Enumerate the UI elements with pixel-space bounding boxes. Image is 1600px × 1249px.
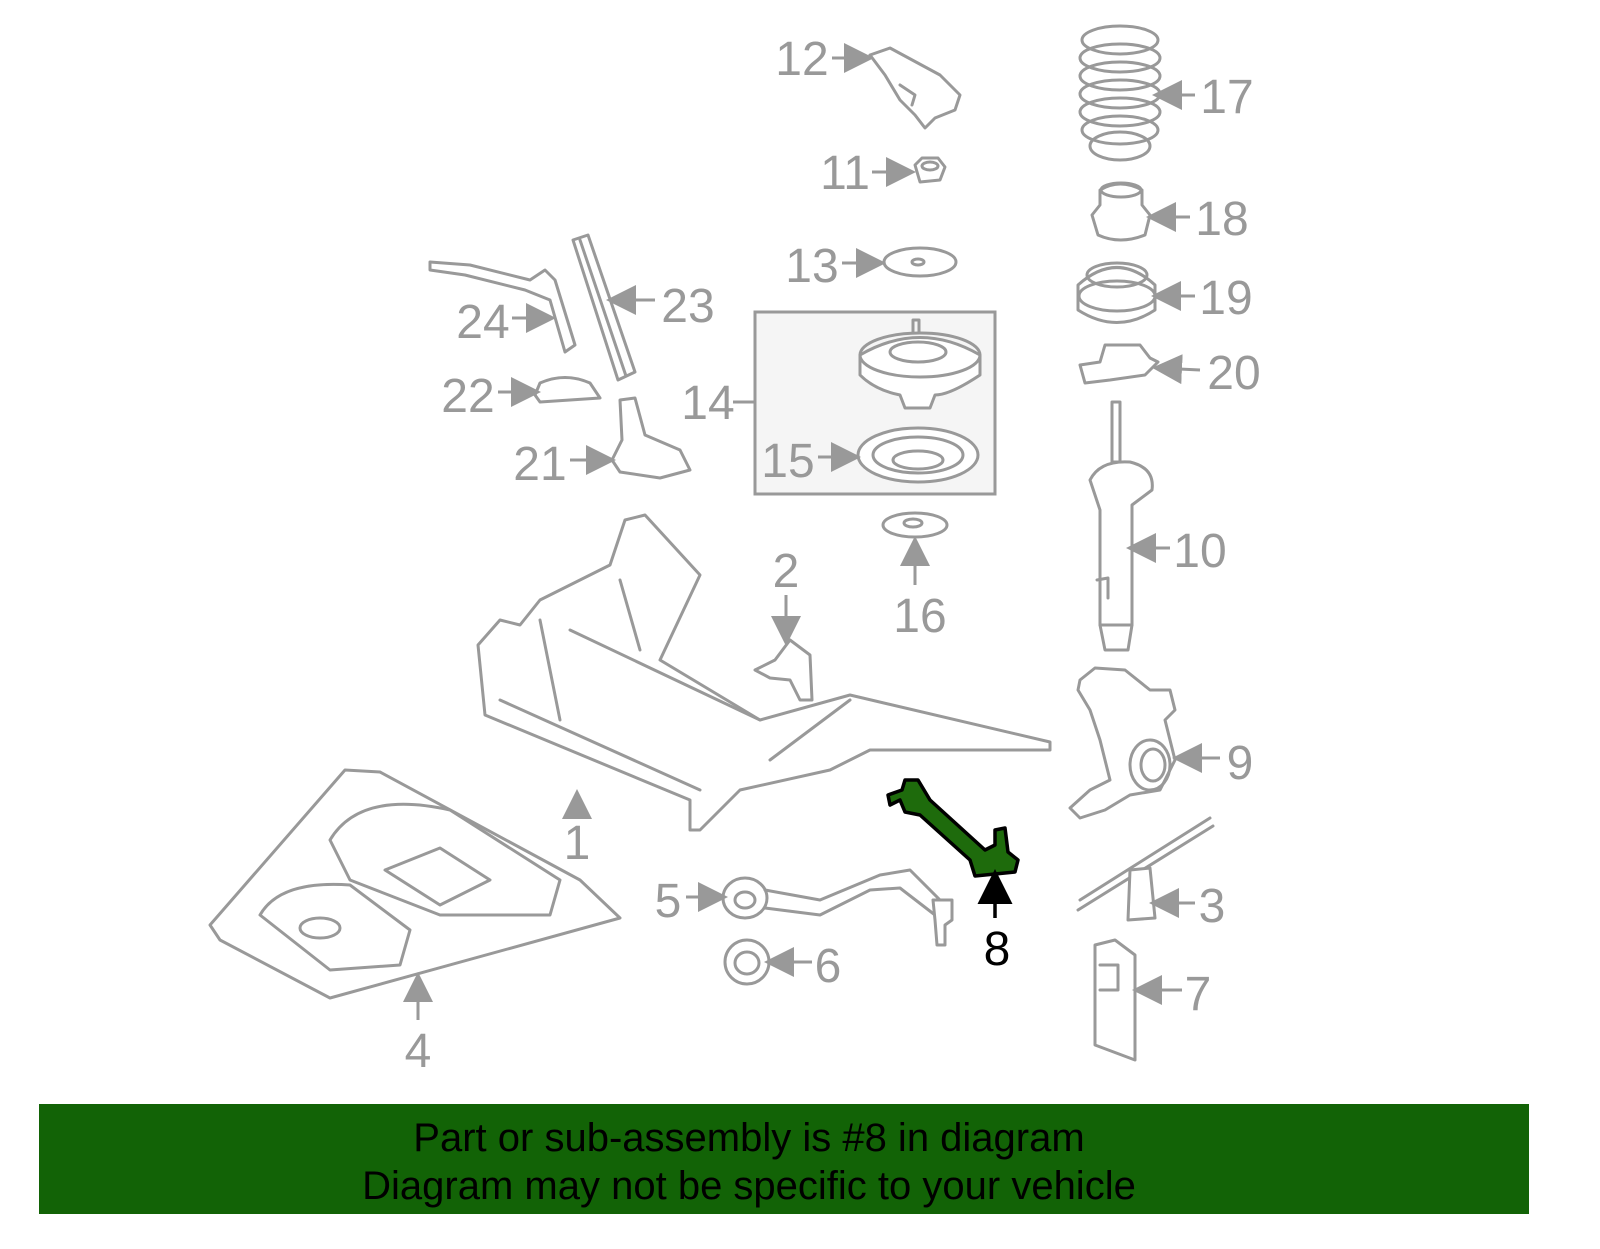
callout-21: 21 xyxy=(513,438,566,491)
part-18-bump-stop[interactable] xyxy=(1090,181,1152,242)
part-13-washer[interactable] xyxy=(882,246,958,278)
part-22-clamp[interactable] xyxy=(533,376,602,404)
callout-7: 7 xyxy=(1185,968,1212,1021)
part-23-reinforcement[interactable] xyxy=(571,233,637,382)
part-21-mount[interactable] xyxy=(610,396,692,480)
callout-17: 17 xyxy=(1200,71,1253,124)
callout-19: 19 xyxy=(1199,272,1252,325)
callout-24: 24 xyxy=(456,296,509,349)
callout-12: 12 xyxy=(775,33,828,86)
part-9-knuckle[interactable] xyxy=(1068,666,1177,820)
part-2-bracket[interactable] xyxy=(753,638,814,702)
callout-3: 3 xyxy=(1199,880,1226,933)
callout-arrows xyxy=(403,43,1220,1020)
part-8-tension-strut[interactable] xyxy=(886,778,1020,878)
part-11-nut[interactable] xyxy=(913,156,947,184)
part-10-strut[interactable] xyxy=(1088,400,1154,652)
callout-16: 16 xyxy=(893,590,946,643)
banner-line-2: Diagram may not be specific to your vehi… xyxy=(362,1164,1136,1208)
part-12-sensor[interactable] xyxy=(868,46,962,130)
part-17-dust-boot[interactable] xyxy=(1078,24,1162,162)
part-15-bearing[interactable] xyxy=(856,426,980,484)
part-16-pad[interactable] xyxy=(881,511,949,539)
callout-15: 15 xyxy=(761,435,814,488)
callout-20: 20 xyxy=(1207,347,1260,400)
callout-23: 23 xyxy=(661,280,714,333)
callout-2: 2 xyxy=(773,545,800,598)
part-6-bushing[interactable] xyxy=(723,938,771,986)
part-7-shield[interactable] xyxy=(1093,938,1137,1062)
callout-9: 9 xyxy=(1227,737,1254,790)
part-20-spring-pad[interactable] xyxy=(1078,343,1160,385)
part-1-subframe[interactable] xyxy=(476,513,1052,832)
callout-5: 5 xyxy=(655,875,682,928)
callout-8: 8 xyxy=(984,923,1011,976)
part-14-strut-mount[interactable] xyxy=(858,318,982,410)
callout-22: 22 xyxy=(441,370,494,423)
part-19-spring-seat[interactable] xyxy=(1076,261,1157,324)
part-5-control-arm[interactable] xyxy=(721,868,954,947)
part-4-underbody-shield[interactable] xyxy=(208,768,622,1000)
callout-10: 10 xyxy=(1173,525,1226,578)
callout-labels: 12 17 11 18 13 19 24 23 20 22 14 15 21 1… xyxy=(405,33,1261,1078)
banner-line-1: Part or sub-assembly is #8 in diagram xyxy=(413,1116,1085,1160)
callout-6: 6 xyxy=(815,940,842,993)
callout-11: 11 xyxy=(820,147,870,200)
callout-1: 1 xyxy=(564,817,591,870)
part-3-stabilizer-link[interactable] xyxy=(1076,816,1215,922)
callout-13: 13 xyxy=(785,240,838,293)
callout-4: 4 xyxy=(405,1025,432,1078)
callout-18: 18 xyxy=(1195,193,1248,246)
part-info-banner: Part or sub-assembly is #8 in diagram Di… xyxy=(39,1104,1529,1214)
callout-14: 14 xyxy=(681,377,734,430)
part-24-bracket[interactable] xyxy=(428,260,577,354)
